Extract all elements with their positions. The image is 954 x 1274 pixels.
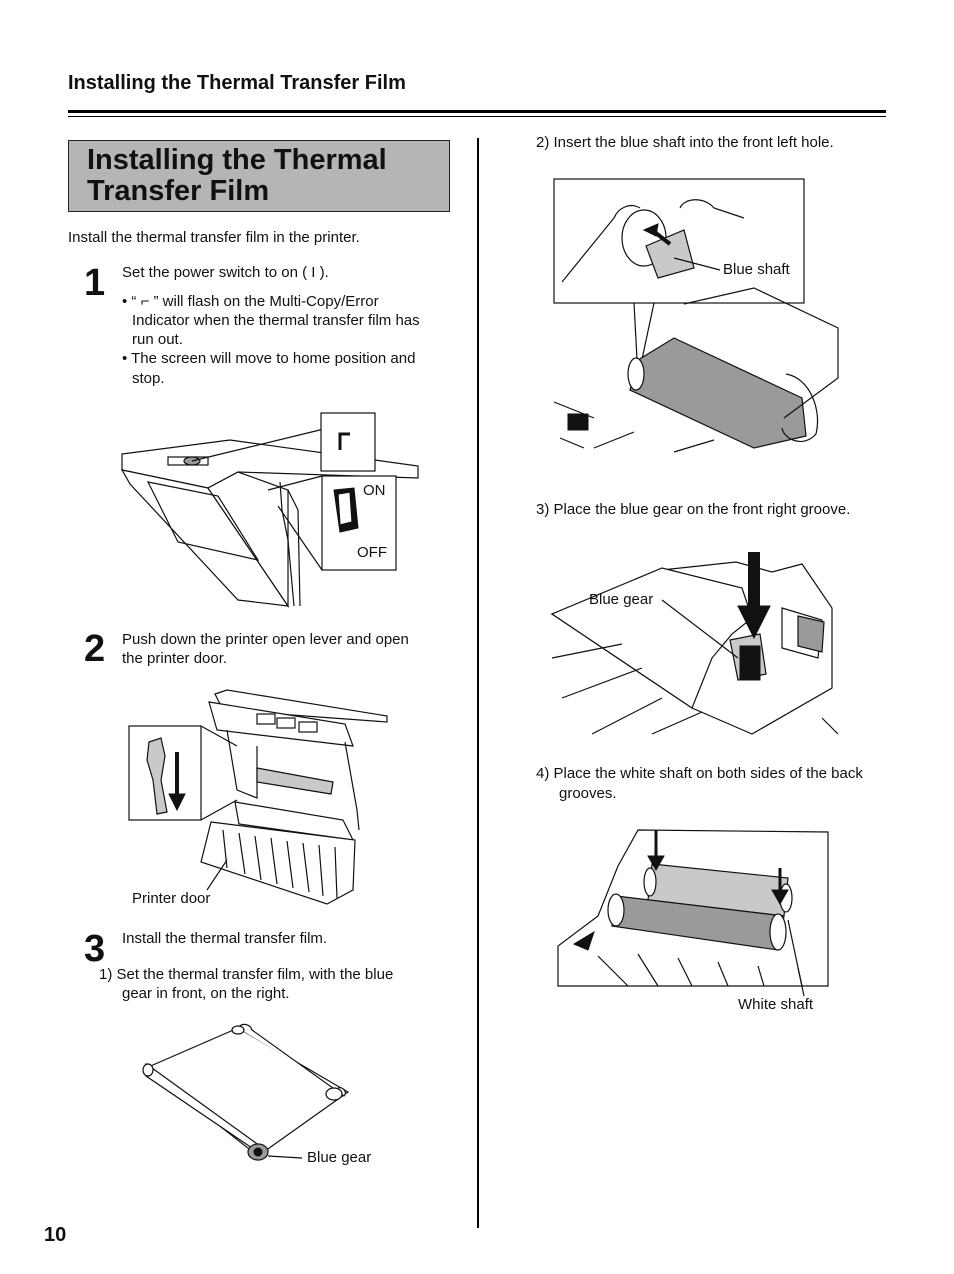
step-1-bullet-line: Indicator when the thermal transfer film… bbox=[132, 312, 420, 329]
step-number-2: 2 bbox=[84, 628, 106, 670]
film-roll-illustration bbox=[142, 1023, 350, 1161]
header-rule bbox=[68, 110, 886, 113]
section-title: Installing the Thermal Transfer Film bbox=[87, 144, 387, 207]
step-number-1: 1 bbox=[84, 262, 106, 304]
label-on: ON bbox=[363, 482, 386, 499]
substep-4-text: 4) Place the white shaft on both sides o… bbox=[536, 765, 863, 782]
step-1-bullet-line: run out. bbox=[132, 331, 183, 348]
white-shaft-illustration bbox=[557, 829, 829, 997]
step-1-bullet-line: • “ ⌐ ” will flash on the Multi-Copy/Err… bbox=[122, 293, 379, 310]
header-rule-thin bbox=[68, 116, 886, 117]
column-divider bbox=[477, 138, 479, 1228]
section-title-box: Installing the Thermal Transfer Film bbox=[68, 140, 450, 212]
step-1-bullet-line: stop. bbox=[132, 370, 165, 387]
label-blue-gear-2: Blue gear bbox=[589, 591, 654, 608]
page-number: 10 bbox=[44, 1224, 67, 1246]
substep-1-text: 1) Set the thermal transfer film, with t… bbox=[99, 966, 394, 983]
intro-text: Install the thermal transfer film in the… bbox=[68, 229, 360, 246]
substep-1-text: gear in front, on the right. bbox=[122, 985, 290, 1002]
label-blue-shaft: Blue shaft bbox=[723, 261, 790, 278]
blue-gear-illustration bbox=[550, 552, 839, 735]
substep-2-text: 2) Insert the blue shaft into the front … bbox=[536, 134, 834, 151]
substep-4-text: grooves. bbox=[559, 785, 617, 802]
label-white-shaft: White shaft bbox=[738, 996, 814, 1013]
blue-shaft-illustration bbox=[553, 178, 839, 453]
printer-door-illustration bbox=[128, 689, 388, 905]
step-1-text: Set the power switch to on ( I ). bbox=[122, 264, 329, 281]
step-3-text: Install the thermal transfer film. bbox=[122, 930, 328, 947]
step-1-bullet-line: • The screen will move to home position … bbox=[122, 350, 416, 367]
substep-3-text: 3) Place the blue gear on the front righ… bbox=[536, 501, 851, 518]
label-printer-door: Printer door bbox=[132, 890, 211, 907]
power-switch-illustration bbox=[120, 412, 419, 608]
label-off: OFF bbox=[357, 544, 387, 561]
label-blue-gear-1: Blue gear bbox=[307, 1149, 372, 1166]
step-number-3: 3 bbox=[84, 928, 106, 970]
step-2-text: the printer door. bbox=[122, 650, 228, 667]
running-header: Installing the Thermal Transfer Film bbox=[68, 72, 406, 94]
step-2-text: Push down the printer open lever and ope… bbox=[122, 631, 409, 648]
